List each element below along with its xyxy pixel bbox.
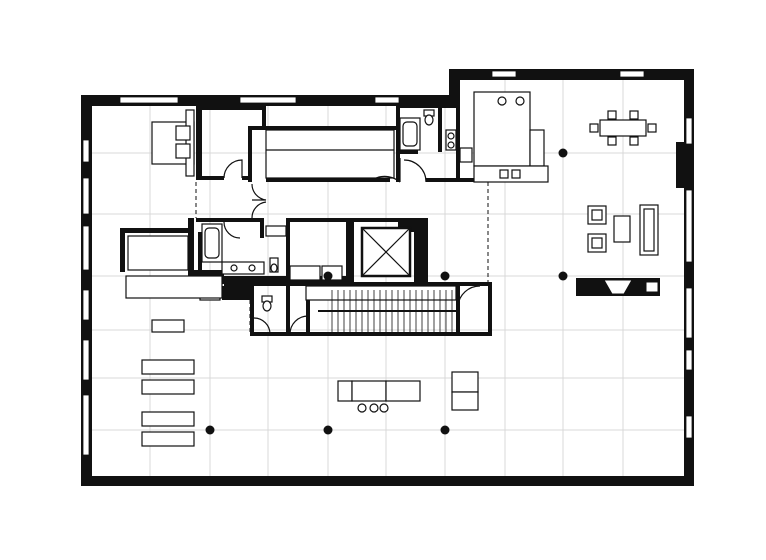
stair-icon	[318, 290, 456, 332]
desks	[141, 319, 195, 447]
elevator-icon	[360, 226, 412, 278]
closet	[265, 129, 395, 179]
dining-table-icon	[589, 110, 657, 146]
bed-icon	[151, 109, 195, 177]
kitchen-counter-icon	[473, 91, 549, 183]
toilet-icon	[261, 109, 435, 312]
work-table	[337, 371, 479, 413]
bathtub-icon	[201, 117, 421, 263]
sink-icon	[199, 129, 473, 301]
armchair-icon	[587, 205, 607, 253]
sofa-icon	[639, 204, 659, 256]
utility-room	[125, 225, 457, 301]
fireplace-icon	[576, 278, 660, 296]
dashed-lines	[195, 182, 489, 334]
door-swing-icon	[223, 158, 481, 335]
column-icon	[205, 148, 568, 435]
coffee-table	[613, 215, 631, 243]
exterior-walls	[81, 69, 694, 486]
